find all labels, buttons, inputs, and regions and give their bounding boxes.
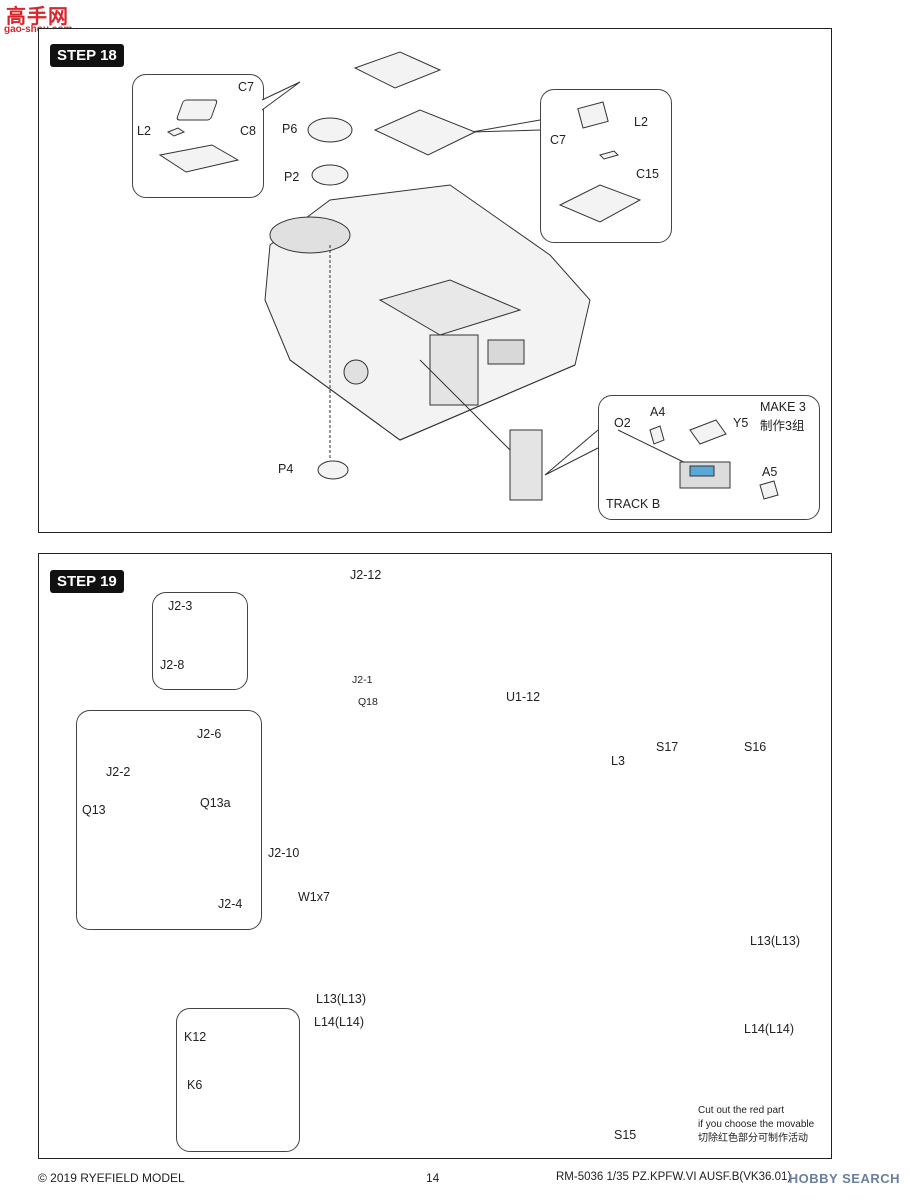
step19-title: STEP 19 <box>50 570 124 593</box>
part-label-j2-2: J2-2 <box>106 765 131 779</box>
part-label-l14-right: L14(L14) <box>744 1022 795 1036</box>
site-logo-chinese: 高手网 <box>6 4 69 28</box>
part-label-l14-left: L14(L14) <box>314 1015 365 1029</box>
make-3-label: MAKE 3 <box>760 400 806 414</box>
part-label-c7-left: C7 <box>238 80 254 94</box>
step19-callout-k12 <box>176 1008 300 1152</box>
part-label-l3: L3 <box>611 754 625 768</box>
part-label-track-b: TRACK B <box>606 497 661 511</box>
make-3-label-cn: 制作3组 <box>760 419 805 433</box>
part-label-j2-4: J2-4 <box>218 897 243 911</box>
part-label-p6: P6 <box>282 122 298 136</box>
part-label-j2-6: J2-6 <box>197 727 222 741</box>
warning-note: Cut out the red part if you choose the m… <box>698 1104 814 1146</box>
part-label-j2-12: J2-12 <box>350 568 382 582</box>
warning-note-line2: if you choose the movable <box>698 1119 815 1130</box>
part-label-j2-3: J2-3 <box>168 599 193 613</box>
part-label-q13: Q13 <box>82 803 106 817</box>
part-label-s16: S16 <box>744 740 767 754</box>
step18-callout-track <box>598 395 820 520</box>
warning-note-line1: Cut out the red part <box>698 1105 785 1116</box>
part-label-l2-left: L2 <box>137 124 151 138</box>
footer-product: RM-5036 1/35 PZ.KPFW.VI AUSF.B(VK36.01) <box>556 1171 792 1183</box>
footer-copyright: © 2019 RYEFIELD MODEL <box>38 1171 185 1185</box>
part-label-j2-1: J2-1 <box>352 674 373 686</box>
part-label-p2: P2 <box>284 170 300 184</box>
part-label-j2-8: J2-8 <box>160 658 185 672</box>
hobby-search-watermark: HOBBY SEARCH <box>788 1171 900 1186</box>
part-label-q18: Q18 <box>358 696 378 708</box>
part-label-o2: O2 <box>614 416 631 430</box>
part-label-a4: A4 <box>650 405 666 419</box>
part-label-a5: A5 <box>762 465 778 479</box>
part-label-q13a: Q13a <box>200 796 231 810</box>
part-label-c8: C8 <box>240 124 256 138</box>
part-label-j2-10: J2-10 <box>268 846 300 860</box>
step19-callout-j2-3 <box>152 592 248 690</box>
part-label-w1x7: W1x7 <box>298 890 330 904</box>
part-label-c15: C15 <box>636 167 659 181</box>
part-label-p4: P4 <box>278 462 294 476</box>
part-label-l2-right: L2 <box>634 115 648 129</box>
footer-page-number: 14 <box>426 1171 440 1185</box>
part-label-y5: Y5 <box>733 416 749 430</box>
part-label-s15: S15 <box>614 1128 637 1142</box>
part-label-k12: K12 <box>184 1030 207 1044</box>
step19-callout-j2-6 <box>76 710 262 930</box>
part-label-s17: S17 <box>656 740 679 754</box>
part-label-c7-right: C7 <box>550 133 566 147</box>
warning-note-cn: 切除红色部分可制作活动 <box>698 1133 808 1144</box>
part-label-u1-12: U1-12 <box>506 690 541 704</box>
part-label-l13-right: L13(L13) <box>750 934 801 948</box>
step18-title: STEP 18 <box>50 44 124 67</box>
step18-callout-left <box>132 74 264 198</box>
part-label-k6: K6 <box>187 1078 203 1092</box>
part-label-l13-left: L13(L13) <box>316 992 367 1006</box>
